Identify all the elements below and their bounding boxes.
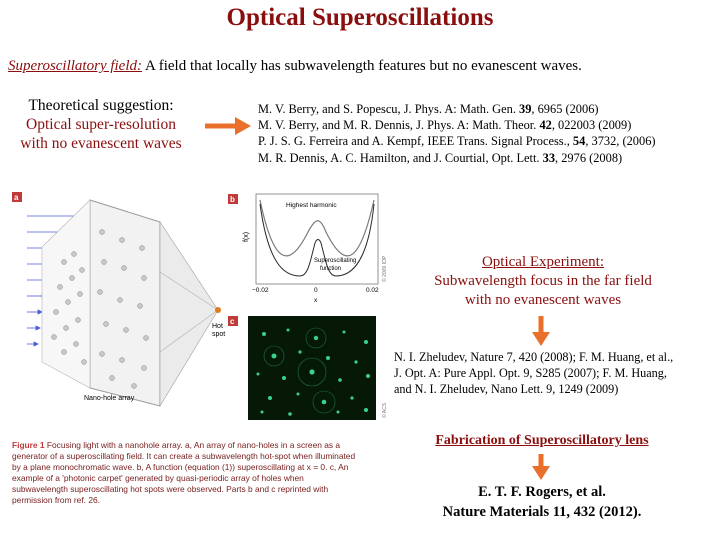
theory-ref: M. V. Berry, and M. R. Dennis, J. Phys. …: [258, 118, 632, 133]
definition-term: Superoscillatory field:: [8, 58, 143, 74]
panel-b-credit: © 2009 IOP: [381, 255, 388, 282]
x-tick-label: 0.02: [366, 287, 379, 294]
optical-experiment-line-1: Subwavelength focus in the far field: [434, 273, 652, 289]
down-arrow-icon: [532, 454, 550, 480]
figure-panel-c: c © ACS: [228, 312, 393, 424]
optical-experiment-heading: Optical Experiment:: [481, 254, 605, 270]
definition-line: Superoscillatory field: A field that loc…: [8, 58, 718, 75]
theory-ref: M. V. Berry, and S. Popescu, J. Phys. A:…: [258, 102, 599, 116]
superoscillating-label: Superoscillating: [314, 258, 356, 264]
theory-ref: M. R. Dennis, A. C. Hamilton, and J. Cou…: [258, 150, 623, 165]
figure-panel-b: b f(x) Highest harmonic Superoscillating…: [228, 192, 393, 310]
page-title: Optical Superoscillations: [226, 4, 494, 31]
right-arrow-icon: [205, 117, 251, 135]
highest-harmonic-curve: [259, 199, 375, 257]
theoretical-suggestion: Theoretical suggestion: Optical super-re…: [6, 96, 196, 153]
definition-text: A field that locally has subwavelength f…: [144, 58, 582, 74]
fabrication-heading: Fabrication of Superoscillatory lens: [435, 433, 649, 448]
fabrication-reference: E. T. F. Rogers, et al. Nature Materials…: [392, 482, 692, 522]
x-tick-label: −0.02: [252, 287, 269, 294]
theoretical-line-2: with no evanescent waves: [20, 135, 182, 152]
experiment-ref: and N. I. Zheludev, Nano Lett. 9, 1249 (…: [394, 382, 619, 397]
superoscillating-curve: [259, 203, 375, 277]
nano-hole-array-label: Nano-hole array: [84, 395, 135, 402]
panel-c-label: c: [230, 317, 235, 326]
hot-spot-label: spot: [212, 331, 225, 338]
highest-harmonic-label: Highest harmonic: [286, 202, 337, 209]
experiment-references: N. I. Zheludev, Nature 7, 420 (2008); F.…: [394, 349, 716, 398]
y-axis-label: f(x): [243, 232, 250, 242]
figure-caption: Figure 1 Focusing light with a nanohole …: [12, 440, 362, 506]
x-tick-label: 0: [314, 287, 318, 294]
optical-experiment-line-2: with no evanescent waves: [464, 292, 622, 308]
caption-text: Focusing light with a nanohole array. a,…: [12, 440, 356, 505]
fabrication-journal: Nature Materials 11, 432 (2012).: [442, 504, 642, 520]
hot-spot-icon: [215, 307, 221, 313]
optical-experiment: Optical Experiment: Subwavelength focus …: [398, 253, 688, 310]
theoretical-heading: Theoretical suggestion:: [28, 97, 174, 114]
figure-panel-a: a: [12, 192, 244, 424]
panel-b-label: b: [230, 195, 235, 204]
superoscillating-label: function: [320, 266, 341, 272]
caption-label: Figure 1: [12, 440, 45, 450]
theoretical-line-1: Optical super-resolution: [26, 116, 176, 133]
down-arrow-icon: [532, 316, 550, 346]
experiment-ref: N. I. Zheludev, Nature 7, 420 (2008); F.…: [394, 350, 674, 364]
panel-c-credit: © ACS: [381, 402, 388, 418]
x-axis-label: x: [314, 297, 318, 304]
hot-spot-label: Hot: [212, 323, 223, 330]
theory-references: M. V. Berry, and S. Popescu, J. Phys. A:…: [258, 101, 720, 166]
photonic-carpet: [248, 316, 376, 420]
theory-ref: P. J. S. G. Ferreira and A. Kempf, IEEE …: [258, 134, 656, 149]
panel-a-label: a: [14, 193, 19, 202]
experiment-ref: J. Opt. A: Pure Appl. Opt. 9, S285 (2007…: [394, 366, 667, 381]
fabrication-author: E. T. F. Rogers, et al.: [478, 484, 606, 500]
